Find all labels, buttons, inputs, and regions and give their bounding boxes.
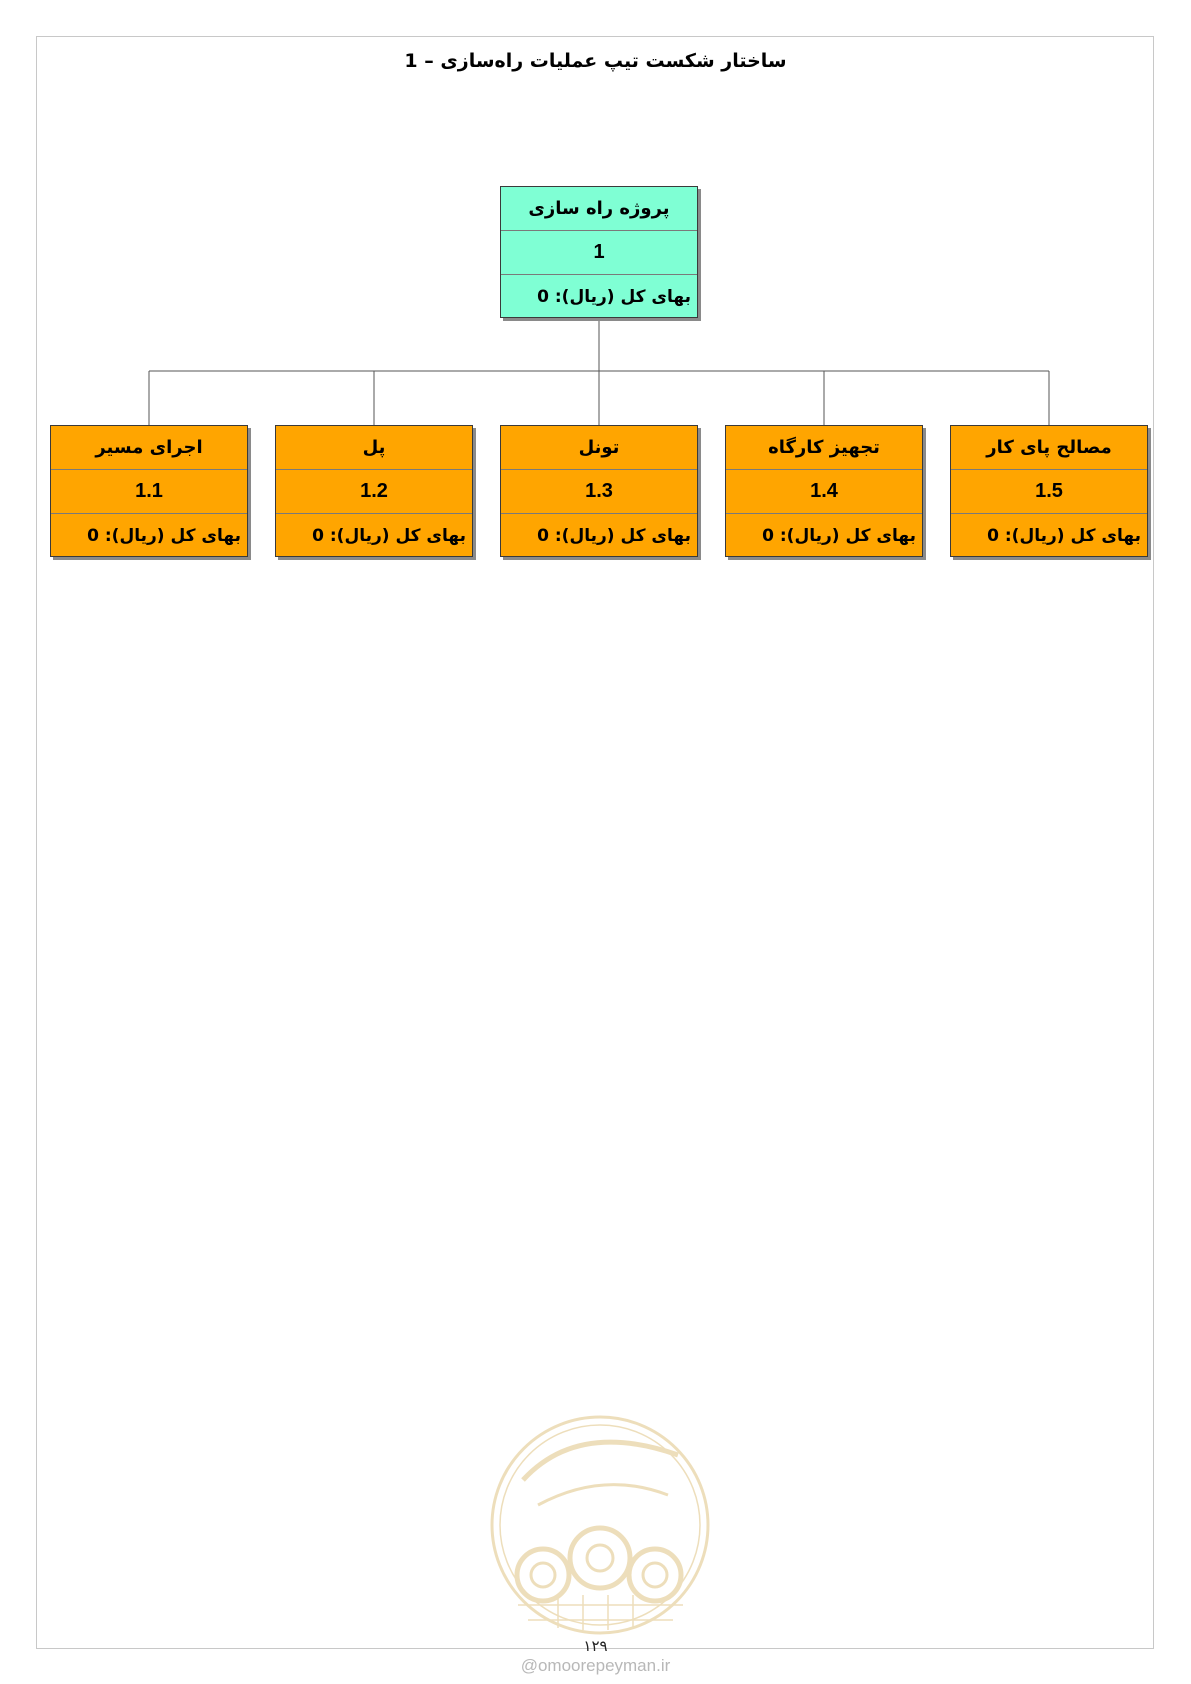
node-1-5: مصالح پای کار 1.5 بهای کل (ریال): 0 [950, 425, 1148, 557]
node-1-4: تجهیز کارگاه 1.4 بهای کل (ریال): 0 [725, 425, 923, 557]
page-title: ساختار شکست تیپ عملیات راه‌سازی – 1 [404, 50, 787, 72]
node-cost: بهای کل (ریال): 0 [987, 526, 1141, 546]
node-cost: بهای کل (ریال): 0 [312, 526, 466, 546]
node-code: 1.4 [726, 470, 922, 514]
node-1-2: پل 1.2 بهای کل (ریال): 0 [275, 425, 473, 557]
node-code: 1.5 [951, 470, 1147, 514]
watermark-site: @omoorepeyman.ir [520, 1656, 671, 1675]
node-code: 1.2 [276, 470, 472, 514]
node-code: 1 [501, 231, 697, 275]
root-node: پروژه راه سازی 1 بهای کل (ریال): 0 [500, 186, 698, 318]
node-name: تونل [501, 426, 697, 470]
node-name: پل [276, 426, 472, 470]
page-number: ۱۲۹ [583, 1637, 608, 1655]
node-name: مصالح پای کار [951, 426, 1147, 470]
node-1-1: اجرای مسیر 1.1 بهای کل (ریال): 0 [50, 425, 248, 557]
node-name: پروژه راه سازی [501, 187, 697, 231]
node-cost: بهای کل (ریال): 0 [762, 526, 916, 546]
node-code: 1.1 [51, 470, 247, 514]
page-frame [36, 36, 1154, 1649]
node-cost: بهای کل (ریال): 0 [87, 526, 241, 546]
node-cost: بهای کل (ریال): 0 [537, 287, 691, 307]
node-1-3: تونل 1.3 بهای کل (ریال): 0 [500, 425, 698, 557]
node-cost: بهای کل (ریال): 0 [537, 526, 691, 546]
node-code: 1.3 [501, 470, 697, 514]
node-name: تجهیز کارگاه [726, 426, 922, 470]
node-name: اجرای مسیر [51, 426, 247, 470]
watermark-seal-logo [490, 1415, 710, 1635]
